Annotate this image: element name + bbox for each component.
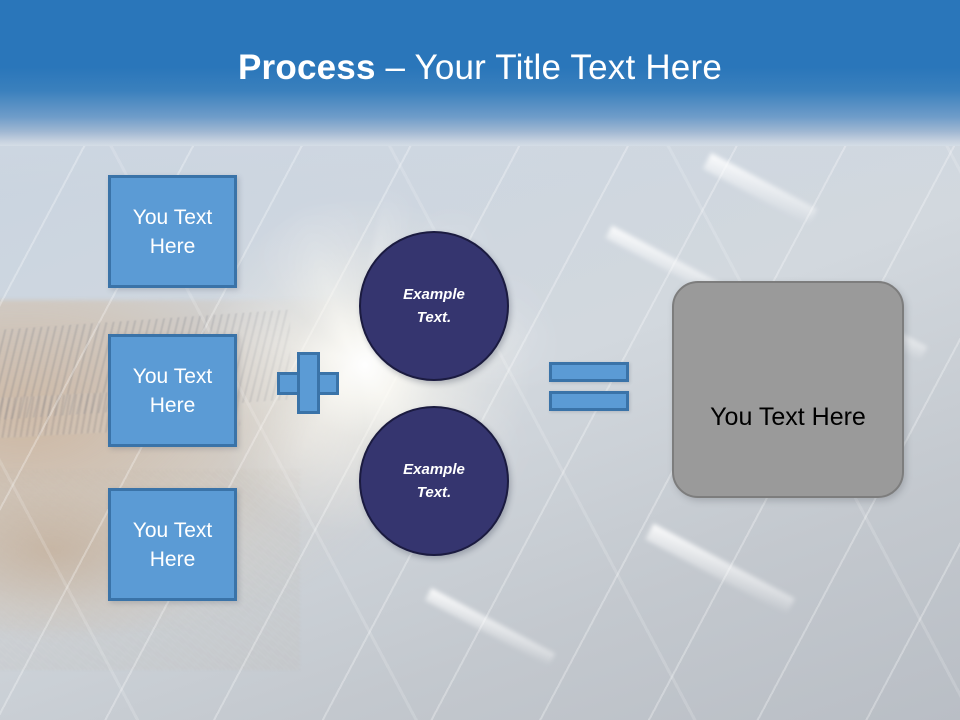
input-box-3[interactable]: You Text Here <box>108 488 237 601</box>
result-box-label: You Text Here <box>710 403 866 431</box>
result-box[interactable]: You Text Here <box>672 281 904 498</box>
plus-icon-center <box>300 375 317 392</box>
example-circle-2[interactable]: Example Text. <box>359 406 509 556</box>
equals-icon-bottom-bar <box>549 391 629 411</box>
page-title: Process – Your Title Text Here <box>0 46 960 90</box>
page-title-emphasis: Process <box>238 48 376 87</box>
page-title-rest: – Your Title Text Here <box>375 48 722 87</box>
example-circle-1[interactable]: Example Text. <box>359 231 509 381</box>
input-box-2-label: You Text Here <box>132 364 213 417</box>
example-circle-1-line1: Example <box>403 286 465 303</box>
slide-header-band <box>0 0 960 146</box>
input-box-1[interactable]: You Text Here <box>108 175 237 288</box>
input-box-3-label: You Text Here <box>132 518 213 571</box>
equals-icon-top-bar <box>549 362 629 382</box>
plus-icon <box>277 352 339 414</box>
input-box-2[interactable]: You Text Here <box>108 334 237 447</box>
equals-icon <box>549 362 629 411</box>
example-circle-1-line2: Text. <box>416 309 452 326</box>
example-circle-2-line1: Example <box>403 461 465 478</box>
example-circle-2-line2: Text. <box>416 484 452 501</box>
input-box-1-label: You Text Here <box>132 205 213 258</box>
